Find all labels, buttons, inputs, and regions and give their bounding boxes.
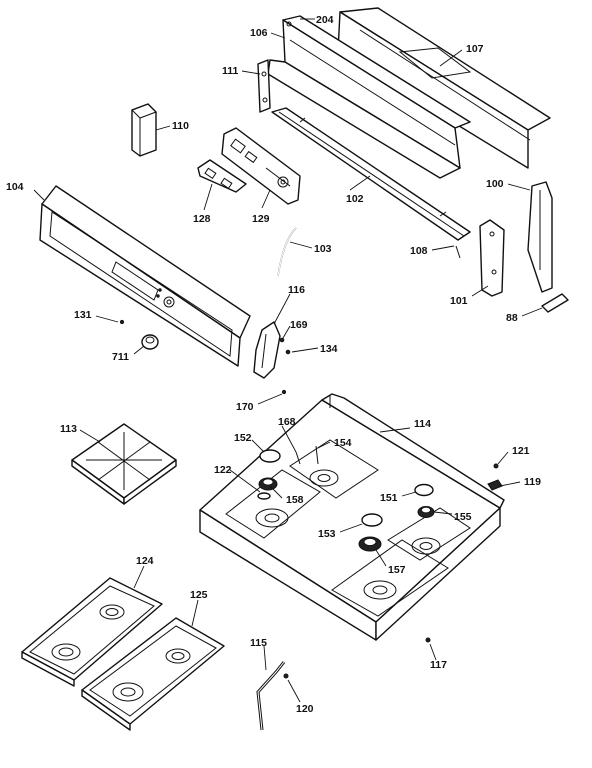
callout-151: 151 [380, 492, 398, 504]
part-129-control-board [221, 127, 301, 205]
part-107-backguard-top [337, 7, 551, 169]
part-153-burner-cap [361, 513, 383, 527]
part-155-burner-head [417, 506, 435, 518]
callout-121: 121 [512, 445, 530, 457]
callout-119: 119 [524, 476, 541, 488]
callout-107: 107 [466, 43, 484, 55]
callout-155: 155 [454, 511, 472, 523]
callout-124: 124 [136, 555, 154, 567]
part-152-burner-cap [259, 449, 281, 463]
part-168-igniter [295, 451, 301, 465]
callout-131: 131 [74, 309, 92, 321]
callout-111: 111 [222, 65, 239, 77]
callout-711: 711 [112, 351, 129, 363]
part-111-bracket [257, 59, 271, 113]
part-110-switch [131, 103, 157, 157]
part-125-drip-tray [81, 617, 225, 731]
part-88-spacer [541, 293, 569, 313]
part-102-rail [271, 107, 471, 241]
callout-129: 129 [252, 213, 270, 225]
callout-153: 153 [318, 528, 336, 540]
part-103-wire-harness [277, 227, 297, 277]
callout-102: 102 [346, 193, 364, 205]
callout-120: 120 [296, 703, 314, 715]
part-711-knob [141, 334, 159, 350]
part-100-side-trim [527, 181, 553, 293]
callout-134: 134 [320, 343, 338, 355]
callout-170: 170 [236, 401, 254, 413]
part-158-burner-head [258, 477, 278, 491]
callout-104: 104 [6, 181, 24, 193]
callout-88: 88 [506, 312, 518, 324]
screw-108 [455, 245, 461, 259]
callout-114: 114 [414, 418, 431, 430]
callout-113: 113 [60, 423, 77, 435]
part-120-screw [283, 673, 289, 679]
part-116-end-cap [253, 321, 281, 379]
callout-110: 110 [172, 120, 189, 132]
part-121-screw [493, 463, 499, 469]
screw-131 [119, 319, 125, 325]
screw-169 [279, 337, 285, 343]
callout-152: 152 [234, 432, 252, 444]
part-157-burner-head [358, 536, 382, 552]
callout-157: 157 [388, 564, 406, 576]
callout-108: 108 [410, 245, 428, 257]
part-122-burner [257, 492, 271, 500]
callout-154: 154 [334, 437, 352, 449]
callout-106: 106 [250, 27, 268, 39]
callout-100: 100 [486, 178, 504, 190]
callout-169: 169 [290, 319, 308, 331]
callout-labels: 204 106 107 111 110 104 128 129 102 100 … [6, 14, 541, 715]
part-124-drip-tray [21, 577, 163, 687]
part-113-grate [71, 423, 177, 505]
part-154-igniter [315, 445, 319, 465]
screw-134 [285, 349, 291, 355]
callout-168: 168 [278, 416, 296, 428]
callout-158: 158 [286, 494, 304, 506]
screw-170 [281, 389, 287, 395]
callout-116: 116 [288, 284, 305, 296]
part-104-control-panel [39, 185, 251, 367]
part-119-clip [487, 479, 503, 491]
callout-122: 122 [214, 464, 232, 476]
callout-117: 117 [430, 659, 447, 671]
part-117-screw [425, 637, 431, 643]
callout-101: 101 [450, 295, 468, 307]
part-106-backguard-panel [267, 15, 471, 179]
callout-103: 103 [314, 243, 332, 255]
callout-115: 115 [250, 637, 267, 649]
part-151-burner-cap [414, 483, 434, 497]
part-128-overlay [197, 159, 247, 193]
part-101-bracket [479, 219, 505, 297]
callout-128: 128 [193, 213, 211, 225]
callout-125: 125 [190, 589, 208, 601]
callout-204: 204 [316, 14, 334, 26]
leader-lines [33, 18, 543, 703]
part-115-igniter-wire [256, 661, 286, 731]
